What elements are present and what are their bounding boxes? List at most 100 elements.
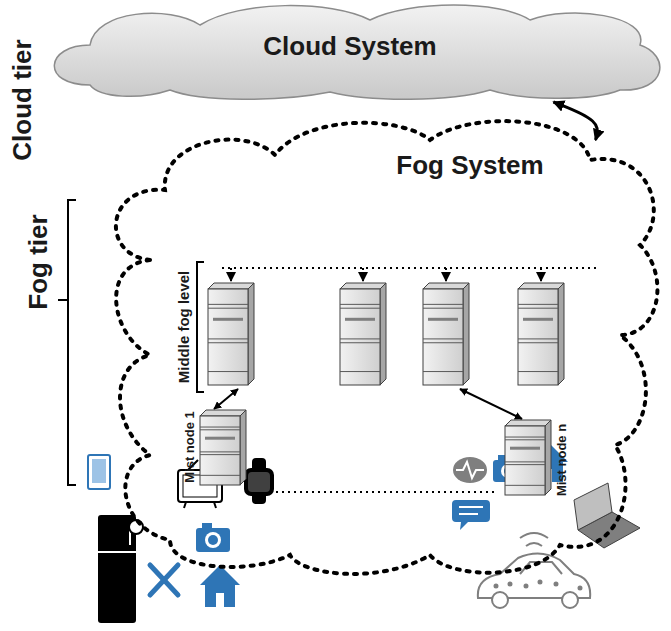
server-part (505, 439, 545, 440)
server-part (200, 454, 240, 455)
system-title: Fog System (396, 151, 543, 180)
mist-server-shape (200, 410, 246, 485)
car-icon (525, 585, 528, 588)
server-part (423, 308, 463, 309)
server-part (200, 410, 246, 416)
car-icon (555, 583, 558, 586)
tools-icon (150, 565, 178, 595)
bidirectional-arrow (553, 102, 597, 140)
fog-distribution-bar (222, 268, 598, 281)
server-part (505, 464, 545, 465)
fog-server (518, 283, 564, 385)
fog-outline (116, 121, 658, 574)
server-part (208, 304, 248, 305)
server-part (518, 283, 564, 289)
level-label: Middle fog level (176, 271, 193, 384)
mist-level-dotted-line (252, 491, 498, 493)
middle-fog-servers (208, 283, 564, 385)
server-part (200, 416, 240, 485)
server-part (558, 283, 564, 385)
server-part (518, 304, 558, 305)
tablet-icon (88, 455, 110, 489)
server-part (200, 429, 240, 430)
server-part (423, 342, 463, 343)
server-part (340, 283, 386, 289)
server-part (505, 426, 545, 495)
fog-distribution-bar (445, 268, 447, 281)
car-icon (539, 581, 542, 584)
mist-link-arrows (460, 389, 522, 419)
health-bubble-icon (453, 457, 487, 483)
tier-label: Fog tier (24, 214, 53, 309)
tablet-icon (92, 459, 106, 483)
server-part (423, 283, 469, 289)
chat-bubble-icon (452, 500, 490, 530)
laptop-icon (574, 483, 612, 530)
middle-level-bracket (197, 262, 204, 392)
server-part (240, 410, 246, 485)
system-title: Cloud System (263, 32, 436, 61)
camera-icon (196, 523, 230, 552)
fog-distribution-bar (540, 268, 542, 281)
camera-icon (208, 535, 218, 545)
car-icon (579, 587, 582, 590)
tools-icon (150, 565, 178, 595)
server-part (213, 318, 243, 321)
server-part (340, 304, 380, 305)
server-part (200, 475, 240, 476)
cloud-outline (54, 5, 659, 99)
server-part (200, 427, 240, 428)
server-part (463, 283, 469, 385)
server-part (518, 289, 558, 385)
server-part (518, 308, 558, 309)
tools-icon (150, 565, 178, 595)
server-part (423, 338, 463, 339)
mist-node: Mist node 1 (200, 410, 246, 485)
car-icon (495, 585, 498, 588)
health-bubble-icon (453, 457, 487, 483)
fog-distribution-bar (362, 268, 364, 281)
server-part (200, 451, 240, 452)
server-part (505, 485, 545, 486)
server-part (510, 447, 540, 450)
server-part (505, 461, 545, 462)
server-part (205, 437, 235, 440)
server-part (428, 318, 458, 321)
server-part (380, 283, 386, 385)
server-part (505, 420, 551, 426)
server-part (208, 338, 248, 339)
fog-system: Mist node 1 Mist node n Fog System (150, 140, 645, 540)
server-part (340, 289, 380, 385)
server-part (345, 318, 375, 321)
camera-icon (205, 532, 221, 548)
car-icon (520, 533, 548, 546)
server-part (518, 342, 558, 343)
car-icon (562, 592, 578, 608)
mist-link-arrows (214, 389, 522, 419)
camera-icon (196, 528, 230, 552)
server-part (423, 289, 463, 385)
server-part (340, 371, 380, 372)
fog-server (208, 283, 254, 385)
server-part (208, 371, 248, 372)
server-part (340, 338, 380, 339)
node-label: Mist node n (555, 424, 569, 496)
server-part (505, 437, 545, 438)
chat-bubble-icon (452, 500, 490, 530)
health-bubble-icon (456, 462, 484, 478)
cloud-system: Cloud System (45, 2, 665, 102)
fog-distribution-bar (230, 268, 232, 281)
fridge-icon (98, 551, 136, 553)
server-part (340, 342, 380, 343)
watch-icon (248, 472, 270, 492)
fog-server (340, 283, 386, 385)
house-icon (200, 565, 240, 607)
server-part (523, 318, 553, 321)
mist-node: Mist node n (505, 420, 551, 495)
node-label: Mist node 1 (183, 411, 197, 483)
mist-link-arrows (214, 389, 238, 409)
car-icon (478, 533, 590, 608)
server-part (518, 371, 558, 372)
watch-icon (244, 458, 274, 504)
